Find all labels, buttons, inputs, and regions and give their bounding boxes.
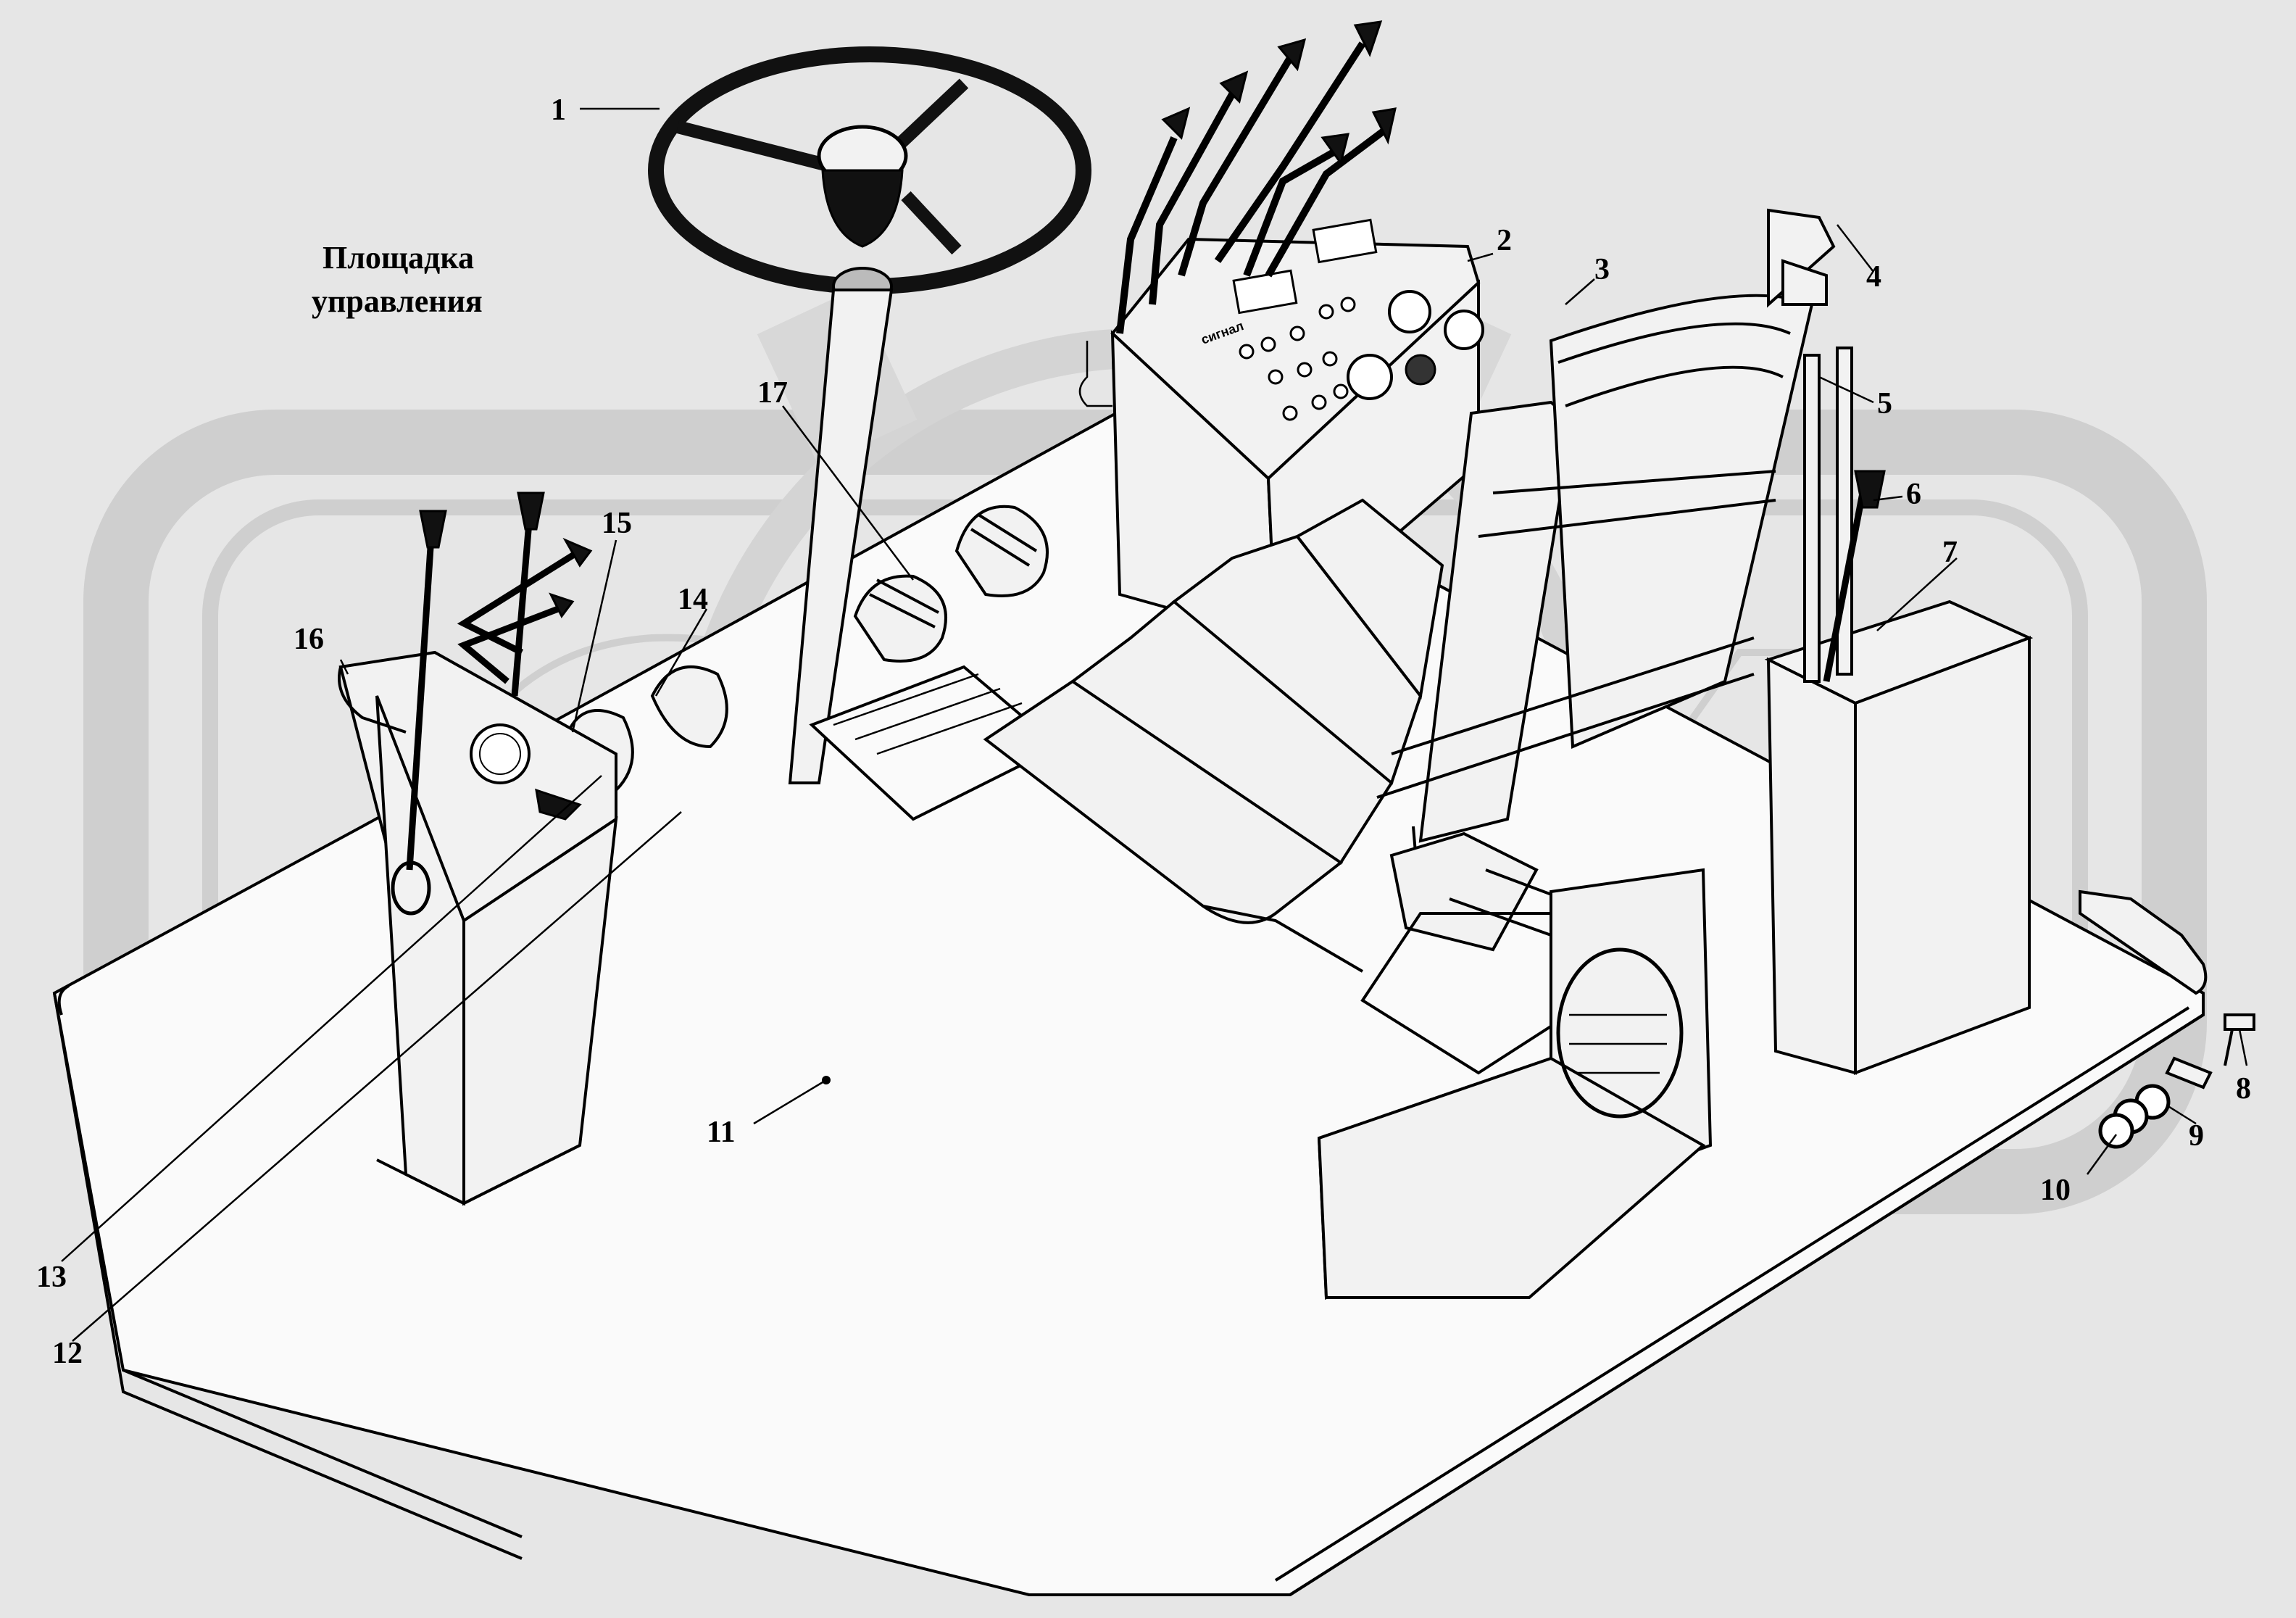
callout-11: 11 [707,1116,736,1149]
leader-lines [61,107,2248,1342]
plate-marker-dot [822,1076,831,1084]
platform-plate [52,411,2205,1596]
title-line-1: Площадка [323,240,474,275]
callouts: 1 2 3 4 5 6 7 8 9 10 11 12 13 14 15 16 1… [36,94,2251,1370]
callout-1: 1 [551,94,566,127]
callout-14: 14 [678,583,708,616]
callout-2: 2 [1497,224,1512,257]
callout-17: 17 [757,376,788,410]
callout-12: 12 [52,1337,83,1370]
title-line-2: управления [312,283,483,319]
panel-levers [1116,20,1397,334]
callout-7: 7 [1942,536,1958,569]
front-box [1317,868,1713,1300]
callout-3: 3 [1594,253,1610,286]
callout-16: 16 [294,623,324,656]
callout-4: 4 [1866,260,1881,294]
callout-9: 9 [2189,1119,2204,1153]
diagram-title: Площадка управления [312,240,483,319]
callout-15: 15 [602,507,632,540]
callout-10: 10 [2040,1174,2071,1207]
callout-13: 13 [36,1261,67,1294]
operator-seat [983,208,1836,973]
right-levers [1803,347,1886,683]
steering-wheel [648,46,1091,784]
bracket-hardware [2079,889,2255,1149]
pedals [853,505,1049,663]
left-levers [391,491,593,916]
callout-8: 8 [2236,1072,2251,1105]
callout-6: 6 [1906,478,1921,511]
callout-5: 5 [1877,387,1892,420]
right-box [1764,600,2034,1075]
